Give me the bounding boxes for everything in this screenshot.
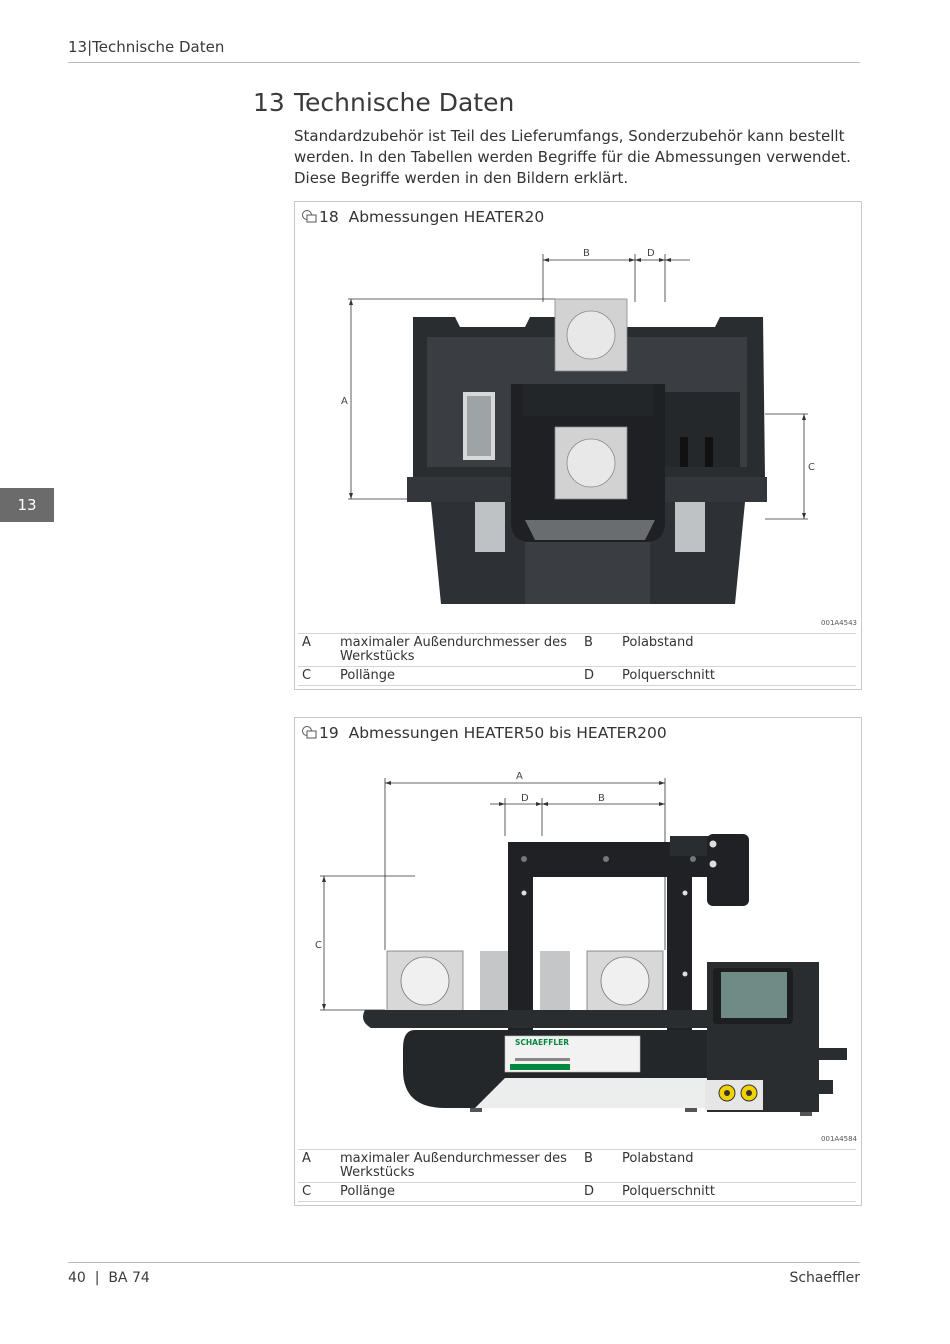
chapter-title-text: Technische Daten bbox=[294, 88, 515, 117]
legend-value: Polquerschnitt bbox=[618, 666, 856, 686]
legend-key: A bbox=[298, 633, 336, 667]
legend-value: Polabstand bbox=[618, 633, 856, 667]
legend-key: C bbox=[298, 666, 336, 686]
device-brand-label: SCHAEFFLER bbox=[515, 1038, 569, 1047]
dim-label-b: B bbox=[598, 793, 605, 804]
legend-key: B bbox=[580, 633, 618, 667]
intro-line: Diese Begriffe werden in den Bildern erk… bbox=[294, 169, 629, 187]
legend-value: Polabstand bbox=[618, 1149, 856, 1183]
dim-label-d: D bbox=[647, 248, 655, 259]
legend-table: A maximaler Außendurchmesser des Werkstü… bbox=[298, 1149, 856, 1202]
heater50-device: SCHAEFFLER bbox=[363, 834, 847, 1116]
legend-key: B bbox=[580, 1149, 618, 1183]
legend-row: A maximaler Außendurchmesser des Werkstü… bbox=[298, 633, 856, 667]
legend-key: D bbox=[580, 1182, 618, 1202]
chapter-tab[interactable]: 13 bbox=[0, 488, 54, 522]
footer-page-info: 40 | BA 74 bbox=[68, 1270, 150, 1286]
figure-number: 18 bbox=[319, 208, 339, 226]
footer-brand: Schaeffler bbox=[789, 1270, 860, 1286]
page-footer: 40 | BA 74 Schaeffler bbox=[68, 1262, 860, 1286]
dim-label-c: C bbox=[315, 940, 322, 951]
figure-title-text: Abmessungen HEATER20 bbox=[348, 208, 545, 226]
intro-line: werden. In den Tabellen werden Begriffe … bbox=[294, 148, 851, 166]
figure-number: 19 bbox=[319, 724, 339, 742]
legend-key: A bbox=[298, 1149, 336, 1183]
heater20-device bbox=[407, 298, 767, 604]
legend-row: C Pollänge D Polquerschnitt bbox=[298, 666, 856, 686]
header-section: 13|Technische Daten bbox=[68, 38, 225, 56]
figure-title: 19 Abmessungen HEATER50 bis HEATER200 bbox=[301, 724, 667, 742]
chapter-title: 13 Technische Daten bbox=[253, 88, 514, 117]
heater20-drawing: B D A C bbox=[341, 248, 815, 604]
legend-table: A maximaler Außendurchmesser des Werkstü… bbox=[298, 633, 856, 686]
figure-title-text: Abmessungen HEATER50 bis HEATER200 bbox=[348, 724, 667, 742]
legend-key: C bbox=[298, 1182, 336, 1202]
figure-19: 19 Abmessungen HEATER50 bis HEATER200 A … bbox=[294, 717, 862, 1206]
figure-code: 001A4584 bbox=[821, 1135, 857, 1143]
dim-label-d: D bbox=[521, 793, 529, 804]
chapter-number: 13 bbox=[253, 88, 285, 117]
legend-value: maximaler Außendurchmesser des Werkstück… bbox=[336, 1149, 580, 1183]
figure-icon bbox=[302, 210, 317, 223]
legend-value: Polquerschnitt bbox=[618, 1182, 856, 1202]
dim-label-c: C bbox=[808, 462, 815, 473]
dim-label-a: A bbox=[516, 771, 523, 782]
legend-key: D bbox=[580, 666, 618, 686]
running-header: 13|Technische Daten bbox=[68, 38, 860, 63]
legend-value: maximaler Außendurchmesser des Werkstück… bbox=[336, 633, 580, 667]
legend-row: C Pollänge D Polquerschnitt bbox=[298, 1182, 856, 1202]
dim-label-a: A bbox=[341, 396, 348, 407]
dim-label-b: B bbox=[583, 248, 590, 259]
legend-value: Pollänge bbox=[336, 1182, 580, 1202]
figure-title: 18 Abmessungen HEATER20 bbox=[301, 208, 544, 226]
figure-icon bbox=[302, 726, 317, 739]
heater50-drawing: A D B C bbox=[315, 771, 847, 1116]
legend-row: A maximaler Außendurchmesser des Werkstü… bbox=[298, 1149, 856, 1183]
figure-18: 18 Abmessungen HEATER20 B D A C bbox=[294, 201, 862, 690]
intro-paragraph: Standardzubehör ist Teil des Lieferumfan… bbox=[294, 126, 854, 189]
legend-value: Pollänge bbox=[336, 666, 580, 686]
figure-code: 001A4543 bbox=[821, 619, 857, 627]
intro-line: Standardzubehör ist Teil des Lieferumfan… bbox=[294, 127, 845, 145]
